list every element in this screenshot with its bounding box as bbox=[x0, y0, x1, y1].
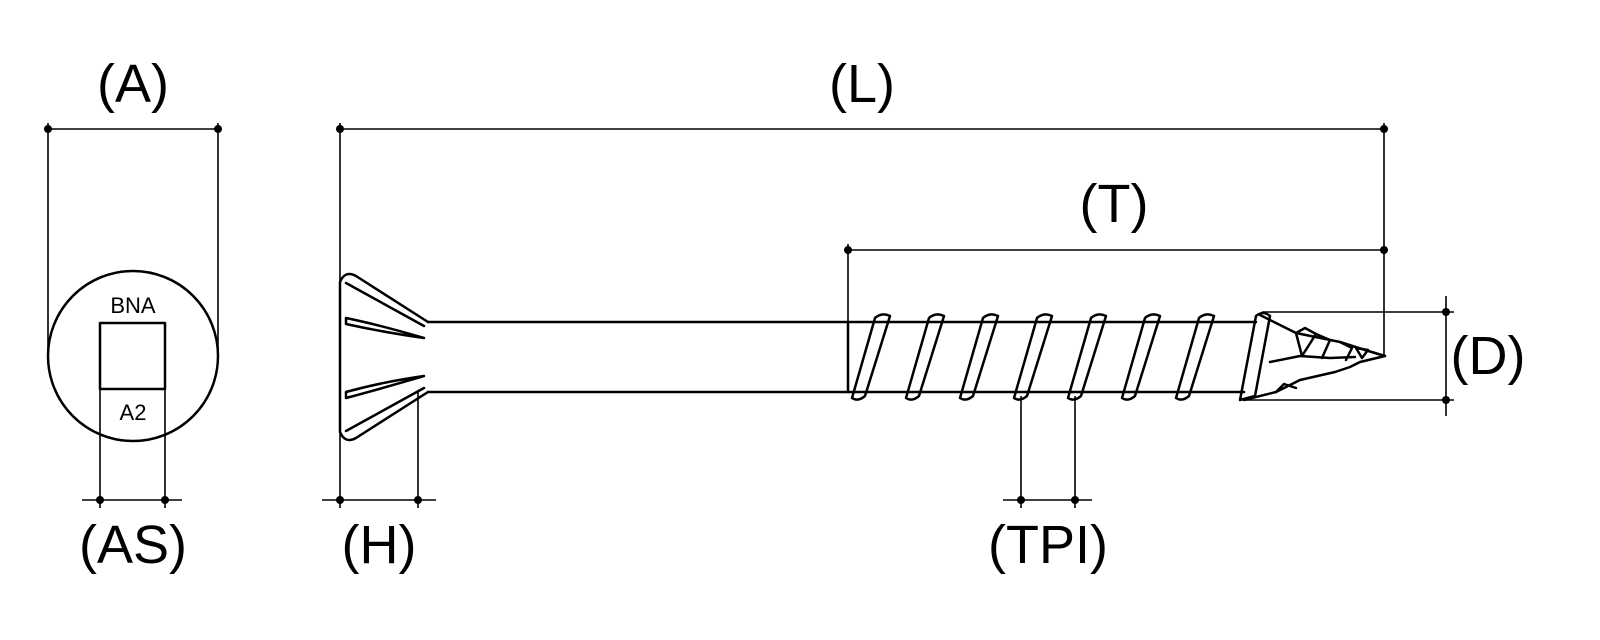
head-marking-top: BNA bbox=[110, 293, 156, 318]
label-length: (L) bbox=[829, 54, 895, 114]
screw-head bbox=[338, 272, 430, 442]
head-marking-bottom: A2 bbox=[120, 400, 147, 425]
dimension-thread-length: (T) bbox=[844, 174, 1388, 322]
screw-side-view bbox=[338, 272, 1387, 442]
label-threads-per-inch: (TPI) bbox=[988, 515, 1108, 575]
dimension-threads-per-inch: (TPI) bbox=[988, 396, 1108, 575]
label-thread-length: (T) bbox=[1080, 174, 1149, 234]
dimension-head-height: (H) bbox=[322, 392, 436, 575]
head-rib bbox=[344, 281, 426, 328]
label-head-width: (A) bbox=[97, 54, 169, 114]
screw-tip bbox=[1242, 313, 1387, 402]
head-rib bbox=[344, 316, 426, 340]
head-rib bbox=[344, 386, 426, 433]
head-rib bbox=[344, 374, 426, 400]
dimension-head-width: (A) bbox=[44, 54, 222, 356]
dimension-diameter: (D) bbox=[1244, 296, 1525, 416]
label-drive-size: (AS) bbox=[79, 515, 187, 575]
dimension-drive-size: (AS) bbox=[79, 389, 187, 575]
drive-recess bbox=[98, 321, 167, 391]
label-head-height: (H) bbox=[342, 515, 417, 575]
thread-flights bbox=[850, 311, 1272, 402]
label-diameter: (D) bbox=[1451, 326, 1526, 386]
head-top-view: BNA A2 bbox=[46, 269, 220, 443]
dimension-length: (L) bbox=[336, 54, 1388, 356]
